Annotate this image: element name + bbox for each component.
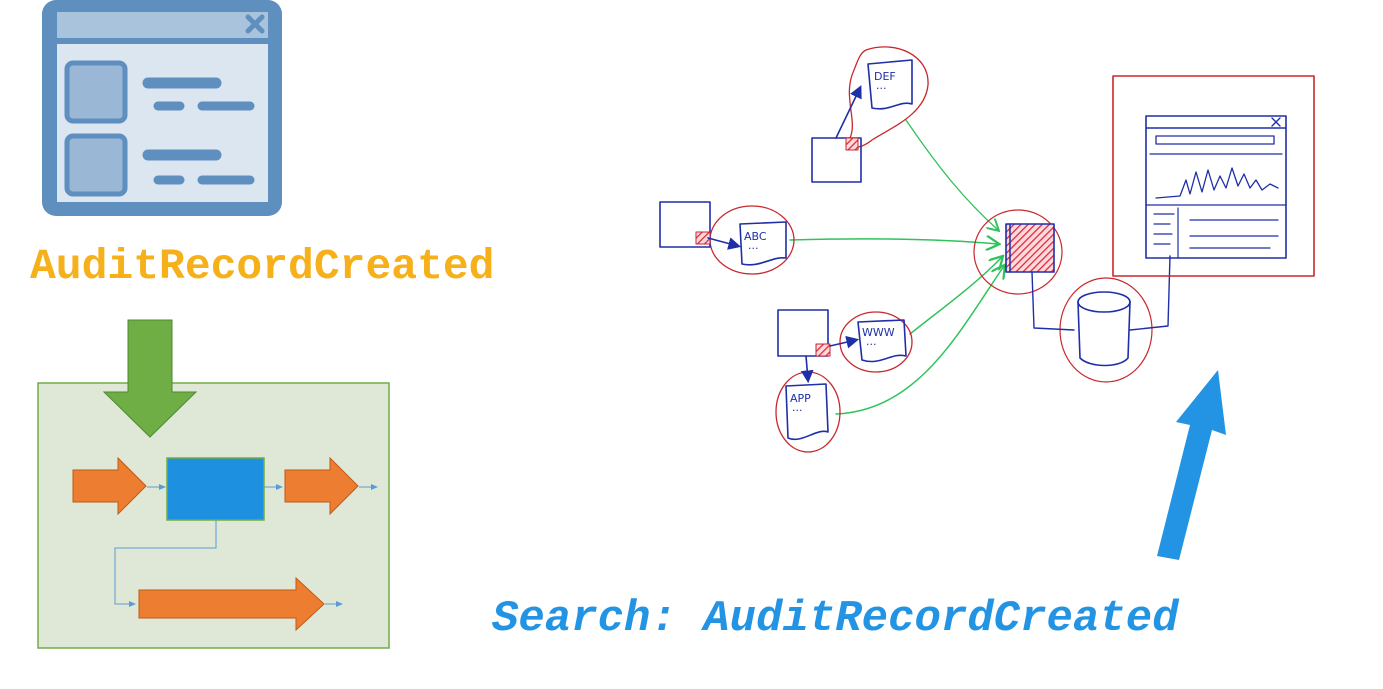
architecture-sketch: DEF ··· ABC ··· WWW ··· APP ··· <box>659 46 1315 453</box>
www-label: WWW <box>862 326 895 339</box>
doc-dots: ··· <box>866 338 877 351</box>
application-window-icon <box>42 0 282 216</box>
abc-document <box>739 221 787 266</box>
database-icon <box>1077 291 1131 367</box>
search-query-label: Search: AuditRecordCreated <box>492 594 1179 644</box>
doc-dots: ··· <box>876 82 887 95</box>
www-group-outline <box>839 311 913 373</box>
doc-dots: ··· <box>748 242 759 255</box>
app-document <box>785 383 829 441</box>
output-arrow <box>284 456 359 516</box>
def-label: DEF <box>874 70 896 83</box>
event-name-label: AuditRecordCreated <box>30 242 495 291</box>
collector-outline <box>973 209 1063 295</box>
audit-output-arrow <box>138 576 325 632</box>
app-label: APP <box>790 392 811 405</box>
input-arrow <box>72 456 147 516</box>
close-icon <box>245 14 265 34</box>
www-document <box>857 319 907 363</box>
collector-box <box>1005 223 1055 273</box>
search-pointer-arrow <box>1157 370 1226 560</box>
process-flow-diagram <box>37 319 390 649</box>
abc-label: ABC <box>744 230 767 243</box>
app-group-outline <box>775 371 841 453</box>
doc-dots: ··· <box>792 404 803 417</box>
www-source-box <box>777 309 829 357</box>
dashboard-window-icon <box>1145 115 1287 259</box>
abc-source-box <box>659 201 711 248</box>
def-document <box>867 59 913 110</box>
process-box <box>166 457 265 521</box>
event-input-arrow <box>102 319 198 438</box>
dashboard-frame <box>1112 75 1315 277</box>
